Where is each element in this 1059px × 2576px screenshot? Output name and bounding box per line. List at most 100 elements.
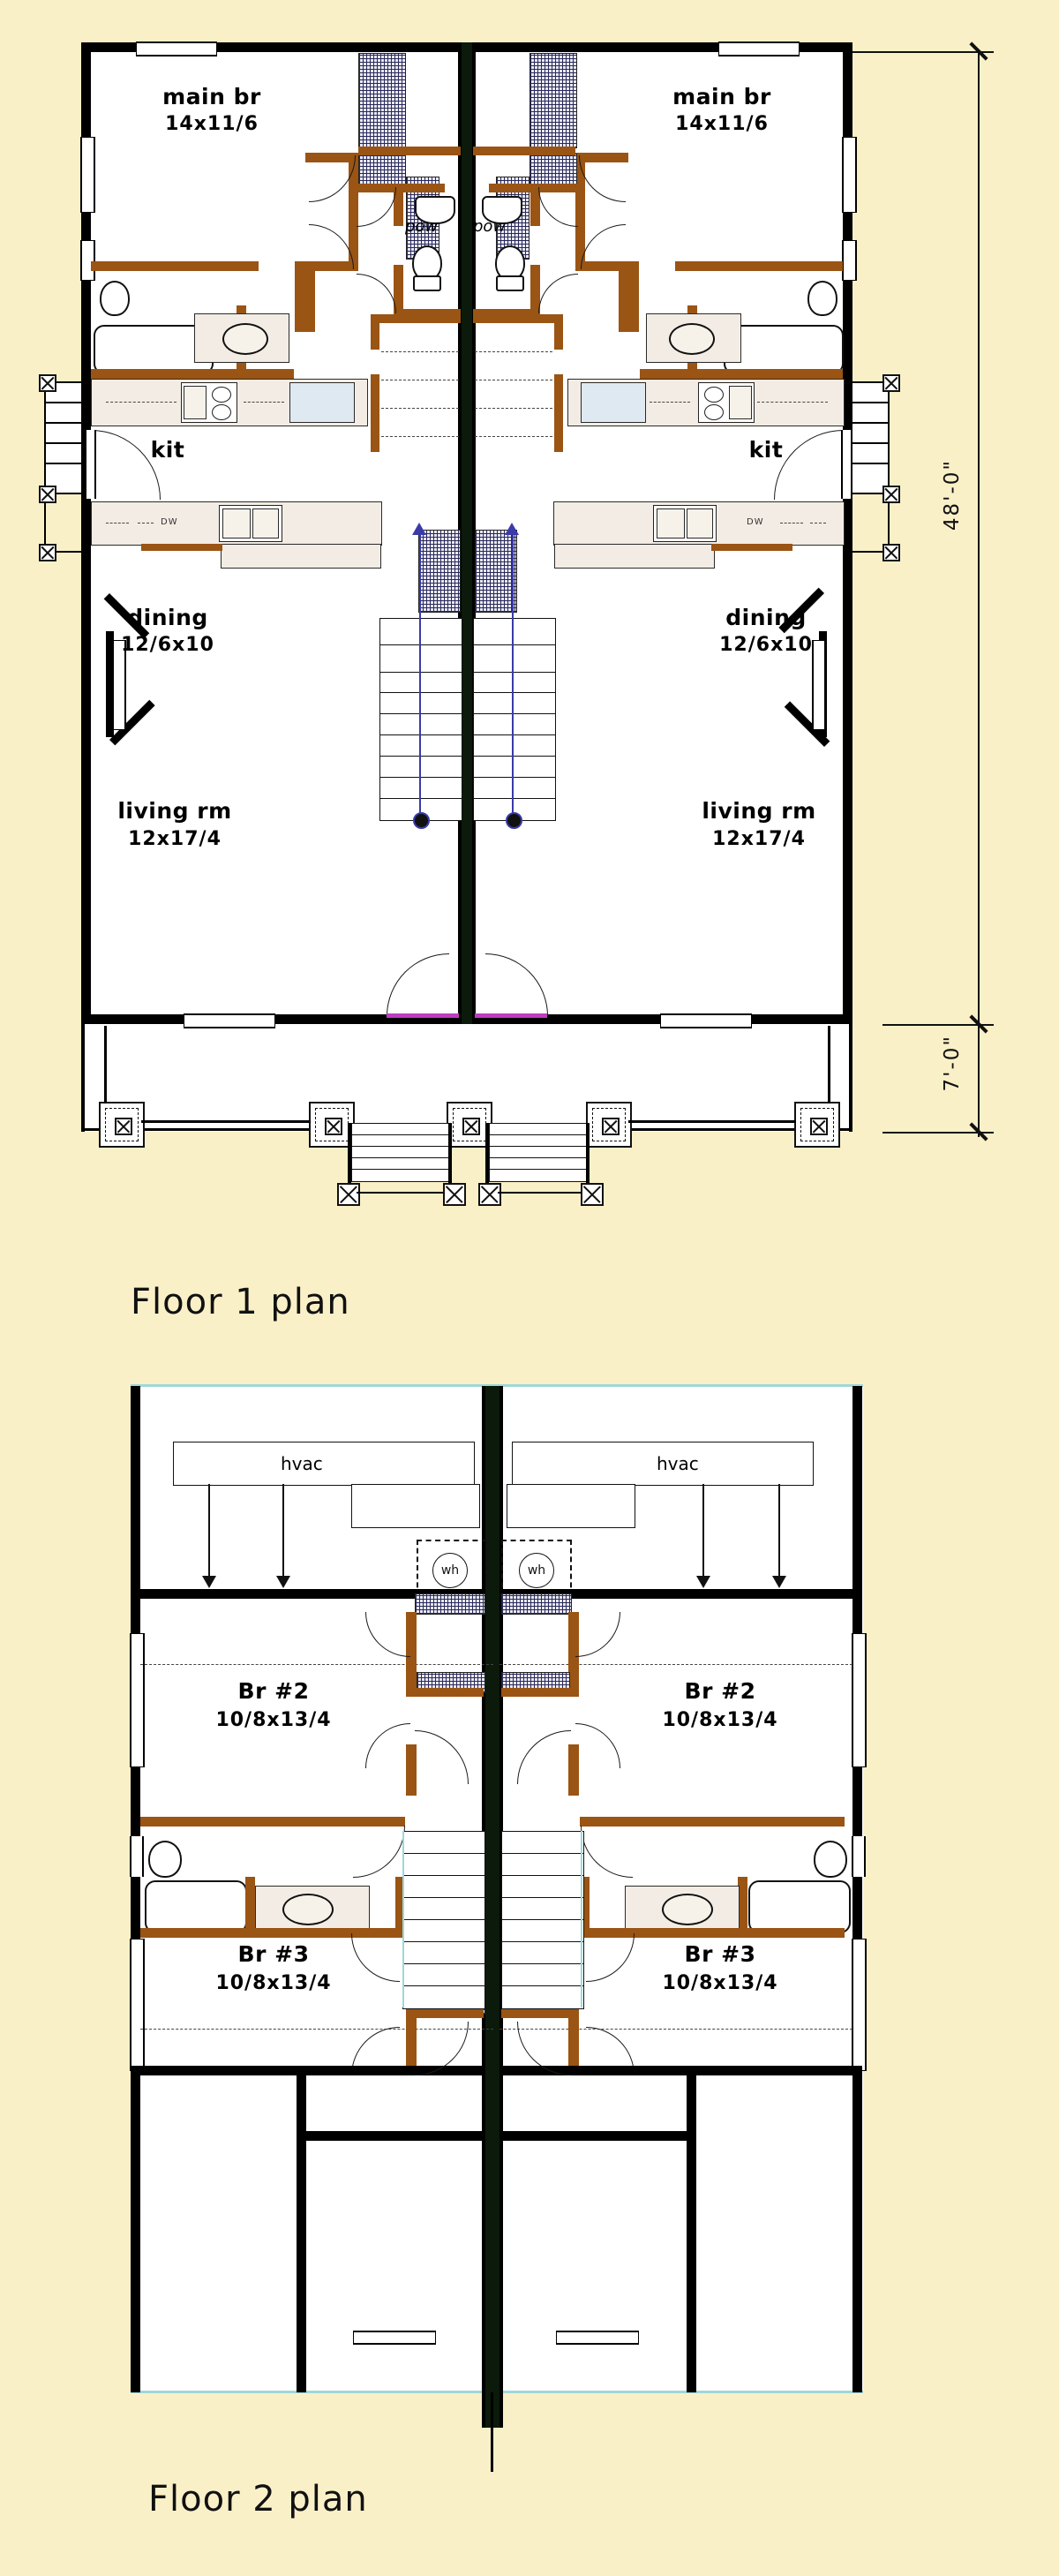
floor2-roofline-top: [131, 1384, 863, 1387]
wall-pow-left-b: [394, 265, 403, 316]
window-main-br-right-side: [842, 137, 857, 213]
br3-ceiling-line-left: [140, 2029, 493, 2030]
br2-label-right: Br #2: [684, 1678, 756, 1704]
wall-kitchen-dining-right: [711, 544, 792, 551]
pow-lavatory-right: [482, 196, 522, 224]
br3-dim-right: 10/8x13/4: [662, 1972, 778, 1994]
bath2-toilet-right: [814, 1841, 847, 1878]
pow-toilet-tank-left: [413, 275, 441, 291]
porch-edge-left: [81, 1022, 85, 1132]
porch-column-3: [447, 1102, 492, 1148]
wall-br3-closet-left-b: [406, 2018, 417, 2068]
floor2-lower-partition-left: [297, 2066, 306, 2392]
floor-1-plan-title: Floor 1 plan: [131, 1282, 350, 1322]
dining-dim-right: 12/6x10: [719, 634, 813, 656]
porch-rail-right: [628, 1120, 796, 1123]
dining-label-left: dining: [127, 605, 208, 630]
wall-pow-right-b: [530, 265, 540, 316]
closet-hatch-right-upper: [530, 53, 577, 148]
kitchen-peninsula-right: [554, 544, 715, 569]
wall-br3-closet-right-b: [568, 2018, 579, 2068]
bath-tub-right: [724, 325, 844, 374]
kitchen-peninsula-left: [221, 544, 381, 569]
kitchen-fridge-right: [581, 382, 646, 423]
br3-dim-left: 10/8x13/4: [215, 1972, 332, 1994]
br2-ceiling-line-right: [499, 1664, 852, 1665]
wall-bath-kitchen-right: [640, 369, 843, 379]
wall-bath2-vanity-left: [245, 1877, 255, 1933]
pow-toilet-tank-right: [496, 275, 524, 291]
porch-edge-right: [849, 1022, 852, 1132]
dining-label-right: dining: [725, 605, 807, 630]
bath-toilet-right: [807, 281, 837, 316]
living-dim-left: 12x17/4: [128, 828, 222, 850]
entry-door-left: [387, 1013, 459, 1018]
floor2-lower-partition-right: [687, 2066, 696, 2392]
wall-pow-bottom-left: [394, 309, 461, 319]
wall-pow-right-a: [530, 184, 540, 226]
closet-hatch-left-mid: [358, 154, 406, 185]
wall-bath2-vanity-right: [738, 1877, 747, 1933]
floor2-shaft-hatch-right: [501, 1593, 572, 1615]
wall-closet-right-a: [628, 261, 639, 332]
stair-shaft-hatch-right: [475, 530, 517, 613]
floor2-wall-hvac-divider-right: [499, 1589, 862, 1599]
living-label-right: living rm: [702, 798, 816, 824]
floor2-wall-left: [131, 1386, 140, 2392]
wall-bath-bottom-left: [140, 1928, 405, 1938]
window-main-br-right-top: [718, 41, 800, 56]
window-br2-left: [130, 1633, 145, 1767]
floor2-lower-head-left: [297, 2131, 482, 2141]
br2-dim-left: 10/8x13/4: [215, 1709, 332, 1731]
window-main-br-left-side: [80, 137, 95, 213]
floor2-lower-head-right: [503, 2131, 688, 2141]
wall-closet-left-a: [295, 261, 305, 332]
bath2-tub-left: [145, 1880, 247, 1933]
wall-mainbr-right-left: [349, 162, 358, 271]
br3-label-right: Br #3: [684, 1941, 756, 1967]
dishwasher-label-left: DW: [161, 517, 178, 527]
bath2-sink-right: [662, 1894, 713, 1925]
kitchen-fridge-left: [289, 382, 355, 423]
wall-br3-closet-head-right: [501, 2009, 579, 2018]
wall-br2-closet-head-left: [406, 1688, 484, 1697]
br3-label-left: Br #3: [237, 1941, 310, 1967]
wall-bath-top-left: [140, 1817, 405, 1827]
porch-post-line-right: [828, 1026, 830, 1103]
main-br-dim-left: 14x11/6: [165, 113, 259, 135]
dishwasher-label-right: DW: [747, 517, 764, 527]
window-living-left-front: [184, 1013, 275, 1028]
wall-pow-bottom-right: [473, 309, 540, 319]
kitchen-label-right: kit: [748, 437, 784, 463]
dimension-7-0: 7'-0": [941, 1035, 964, 1092]
floor1-wall-right: [843, 42, 852, 1024]
floor-2-plan-title: Floor 2 plan: [148, 2479, 368, 2520]
main-br-dim-right: 14x11/6: [675, 113, 769, 135]
wall-br-bath-right: [675, 261, 843, 271]
wall-bath-top-right: [580, 1817, 845, 1827]
window-br3-right: [852, 1939, 867, 2071]
wall-br-bath-left: [91, 261, 259, 271]
window-bath-right: [842, 240, 857, 281]
kitchen-label-left: kit: [150, 437, 185, 463]
wall-bath-right-edge-left: [395, 1877, 405, 1937]
hvac-label-right: hvac: [657, 1453, 699, 1474]
wall-closet-right-c: [619, 261, 628, 332]
br2-dim-right: 10/8x13/4: [662, 1709, 778, 1731]
wall-closet-left-c: [305, 261, 315, 332]
br2-closet-hatch-left: [417, 1672, 485, 1693]
floor2-party-wall: [485, 1386, 499, 2428]
bath-sink-right: [669, 323, 715, 355]
floor2-wall-lower-right: [499, 2066, 862, 2075]
pow-label-left: pow: [405, 217, 439, 236]
wall-br2-closet-head-right: [501, 1688, 579, 1697]
window-br2-right: [852, 1633, 867, 1767]
porch-post-line-left: [104, 1026, 107, 1103]
main-br-label-left: main br: [162, 84, 261, 109]
kitchen-exterior-door-left: [85, 430, 96, 499]
wall-bath-left-edge-right: [580, 1877, 590, 1937]
floor1-wall-left: [81, 42, 91, 1024]
pow-label-right: pow: [473, 217, 507, 236]
wall-bath-kitchen-left: [91, 369, 294, 379]
bath2-tub-right: [748, 1880, 851, 1933]
